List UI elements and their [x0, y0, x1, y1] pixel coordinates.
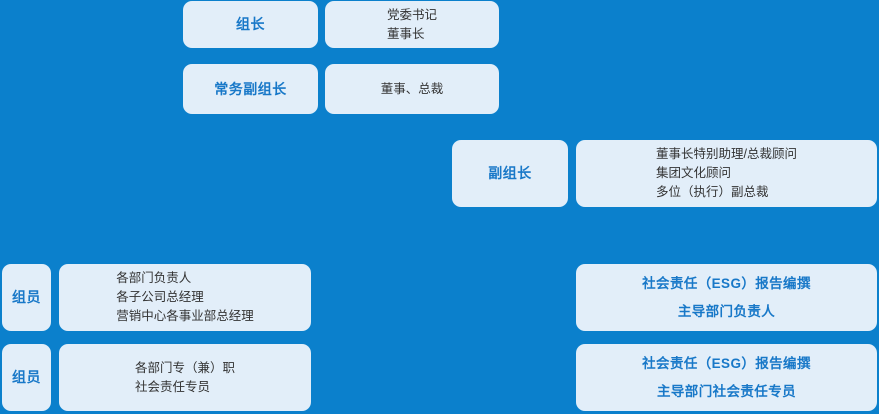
role-label: 副组长	[488, 165, 532, 181]
member-line: 各部门负责人	[116, 271, 192, 285]
member-line-list: 董事长特别助理/总裁顾问 集团文化顾问 多位（执行）副总裁	[656, 145, 797, 202]
role-card-deputy-leader[interactable]: 副组长	[452, 140, 568, 207]
member-card-member-2[interactable]: 各部门专（兼）职 社会责任专员	[59, 344, 311, 411]
role-label: 组员	[12, 289, 41, 305]
role-label: 组长	[236, 16, 265, 32]
member-line: 董事长特别助理/总裁顾问	[656, 147, 797, 161]
member-line: 各子公司总经理	[116, 290, 204, 304]
esg-line: 主导部门社会责任专员	[657, 383, 796, 399]
member-card-group-leader[interactable]: 党委书记 董事长	[325, 1, 499, 48]
member-line: 董事长	[386, 26, 425, 41]
member-line: 董事、总裁	[380, 81, 444, 96]
esg-card-lead-department-officer[interactable]: 社会责任（ESG）报告编撰 主导部门社会责任专员	[576, 344, 877, 411]
member-line: 党委书记	[386, 7, 437, 22]
esg-card-lead-department-head[interactable]: 社会责任（ESG）报告编撰 主导部门负责人	[576, 264, 877, 331]
esg-line: 社会责任（ESG）报告编撰	[642, 275, 811, 291]
member-card-executive-deputy-leader[interactable]: 董事、总裁	[325, 64, 499, 114]
role-card-group-leader[interactable]: 组长	[183, 1, 318, 48]
role-card-executive-deputy-leader[interactable]: 常务副组长	[183, 64, 318, 114]
member-line: 集团文化顾问	[656, 166, 732, 180]
esg-line: 社会责任（ESG）报告编撰	[642, 355, 811, 371]
esg-line-list: 社会责任（ESG）报告编撰 主导部门负责人	[642, 270, 811, 326]
member-line: 各部门专（兼）职	[134, 360, 235, 375]
member-line-list: 党委书记 董事长	[387, 6, 437, 44]
esg-line-list: 社会责任（ESG）报告编撰 主导部门社会责任专员	[642, 350, 811, 406]
role-card-member-2[interactable]: 组员	[2, 344, 51, 411]
role-card-member-1[interactable]: 组员	[2, 264, 51, 331]
esg-line: 主导部门负责人	[677, 303, 776, 319]
role-label: 常务副组长	[214, 80, 287, 97]
member-line-list: 各部门负责人 各子公司总经理 营销中心各事业部总经理	[116, 269, 254, 326]
member-line: 多位（执行）副总裁	[656, 185, 769, 199]
member-card-member-1[interactable]: 各部门负责人 各子公司总经理 营销中心各事业部总经理	[59, 264, 311, 331]
member-line: 营销中心各事业部总经理	[116, 309, 254, 323]
member-line-list: 各部门专（兼）职 社会责任专员	[135, 359, 235, 397]
member-line-list: 董事、总裁	[381, 80, 444, 99]
role-label: 组员	[12, 369, 41, 385]
member-card-deputy-leader[interactable]: 董事长特别助理/总裁顾问 集团文化顾问 多位（执行）副总裁	[576, 140, 877, 207]
member-line: 社会责任专员	[134, 379, 210, 394]
